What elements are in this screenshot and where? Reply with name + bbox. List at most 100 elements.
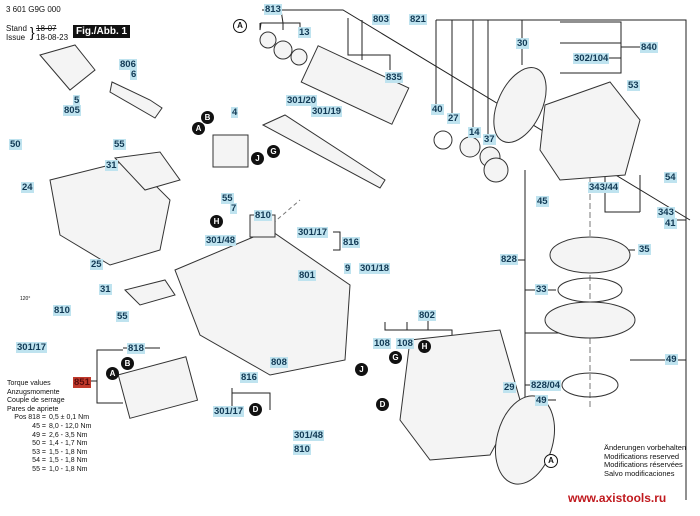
part-label-835[interactable]: 835 <box>385 72 403 83</box>
torque-value: 2,6 - 3,5 Nm <box>49 431 88 439</box>
part-label-301-17-a[interactable]: 301/17 <box>297 227 329 238</box>
leader-803 <box>347 18 391 70</box>
part-label-37[interactable]: 37 <box>483 134 496 145</box>
torque-row: Pos 818 =0,5 ± 0,1 Nm <box>7 414 91 423</box>
part-label-14[interactable]: 14 <box>468 127 481 138</box>
part-label-5[interactable]: 5 <box>73 95 81 106</box>
torque-title-en: Torque values <box>7 380 51 387</box>
part-label-343-44[interactable]: 343/44 <box>588 182 620 193</box>
part-label-810-c[interactable]: 810 <box>293 444 311 455</box>
part-label-27[interactable]: 27 <box>447 113 460 124</box>
part-label-818[interactable]: 818 <box>127 343 145 354</box>
part-label-49-b[interactable]: 49 <box>535 395 548 406</box>
marker-j-switch: J <box>251 152 264 165</box>
part-label-108-a[interactable]: 108 <box>373 338 391 349</box>
brace: } <box>30 24 35 40</box>
torque-value: 1,0 - 1,8 Nm <box>49 465 88 473</box>
part-label-301-17-b[interactable]: 301/17 <box>16 342 48 353</box>
part-label-54[interactable]: 54 <box>664 172 677 183</box>
marker-g-switch: G <box>267 145 280 158</box>
note-fr: Modifications réservées <box>604 460 683 470</box>
part-label-55-c[interactable]: 55 <box>116 311 129 322</box>
note-de: Änderungen vorbehalten <box>604 443 687 452</box>
part-label-301-48-b[interactable]: 301/48 <box>293 430 325 441</box>
issue-value: 18-08-23 <box>36 33 69 42</box>
torque-row: 55 =1,0 - 1,8 Nm <box>7 466 91 475</box>
part-label-301-48-a[interactable]: 301/48 <box>205 235 237 246</box>
part-label-805[interactable]: 805 <box>63 105 81 116</box>
part-label-301-18[interactable]: 301/18 <box>359 263 391 274</box>
part-label-301-17-c[interactable]: 301/17 <box>213 406 245 417</box>
torque-title-es: Pares de apriete <box>7 405 59 413</box>
stand-value: 18-07 <box>36 24 57 33</box>
part-label-801[interactable]: 801 <box>298 270 316 281</box>
part-label-29[interactable]: 29 <box>503 382 516 393</box>
part-label-31-b[interactable]: 31 <box>99 284 112 295</box>
part-label-55-b[interactable]: 55 <box>221 193 234 204</box>
torque-pos: 55 = <box>32 465 46 473</box>
torque-row: 49 =2,6 - 3,5 Nm <box>7 432 91 441</box>
part-label-4[interactable]: 4 <box>231 107 239 118</box>
part-label-816-b[interactable]: 816 <box>240 372 258 383</box>
torque-value: 0,5 ± 0,1 Nm <box>49 414 90 422</box>
marker-d-brush: D <box>249 403 262 416</box>
part-label-802[interactable]: 802 <box>418 310 436 321</box>
torque-pos: 49 = <box>32 431 46 439</box>
part-label-33[interactable]: 33 <box>535 284 548 295</box>
part-label-30[interactable]: 30 <box>516 38 529 49</box>
part-label-343[interactable]: 343 <box>657 207 675 218</box>
part-label-108-b[interactable]: 108 <box>396 338 414 349</box>
part-label-41[interactable]: 41 <box>664 218 677 229</box>
part-label-45[interactable]: 45 <box>536 196 549 207</box>
part-label-55-a[interactable]: 55 <box>113 139 126 150</box>
part-label-851[interactable]: 851 <box>73 377 91 388</box>
part-label-808[interactable]: 808 <box>270 357 288 368</box>
torque-value: 1,4 - 1,7 Nm <box>49 440 88 448</box>
part-label-301-19[interactable]: 301/19 <box>311 106 343 117</box>
note-en: Modifications reserved <box>604 451 680 461</box>
part-label-25[interactable]: 25 <box>90 259 103 270</box>
part-label-50[interactable]: 50 <box>9 139 22 150</box>
website-link[interactable]: www.axistools.ru <box>568 491 667 505</box>
part-label-6[interactable]: 6 <box>130 69 138 80</box>
part-label-53[interactable]: 53 <box>627 80 640 91</box>
marker-a-guard: A <box>544 454 558 468</box>
part-label-816-a[interactable]: 816 <box>342 237 360 248</box>
part-label-828[interactable]: 828 <box>500 254 518 265</box>
part-label-35[interactable]: 35 <box>638 244 651 255</box>
torque-pos: 50 = <box>32 440 46 448</box>
part-label-806[interactable]: 806 <box>119 59 137 70</box>
torque-pos: 53 = <box>32 448 46 456</box>
part-label-821[interactable]: 821 <box>409 14 427 25</box>
part-label-24[interactable]: 24 <box>21 182 34 193</box>
part-label-810-b[interactable]: 810 <box>53 305 71 316</box>
part-label-40[interactable]: 40 <box>431 104 444 115</box>
part-label-7[interactable]: 7 <box>230 203 238 214</box>
plug-shape <box>39 44 96 91</box>
part-label-13[interactable]: 13 <box>298 27 311 38</box>
marker-a-top: A <box>233 19 247 33</box>
part-label-302-104[interactable]: 302/104 <box>573 53 610 64</box>
part-label-828-04[interactable]: 828/04 <box>530 380 562 391</box>
stand-label: Stand <box>6 24 27 33</box>
part-label-49-a[interactable]: 49 <box>665 354 678 365</box>
part-label-301-20[interactable]: 301/20 <box>286 95 318 106</box>
part-label-803[interactable]: 803 <box>372 14 390 25</box>
modification-notes: Änderungen vorbehalten Modifications res… <box>604 443 687 478</box>
leader-821 <box>436 19 687 500</box>
part-label-810-a[interactable]: 810 <box>254 210 272 221</box>
angle-label: 120° <box>20 296 31 302</box>
marker-a-switch: A <box>106 367 119 380</box>
part-label-813[interactable]: 813 <box>264 4 282 15</box>
issue-label: Issue <box>6 33 26 42</box>
part-label-31-a[interactable]: 31 <box>105 160 118 171</box>
marker-g-stator: G <box>389 351 402 364</box>
torque-pos: 54 = <box>32 457 46 465</box>
torque-row: 45 =8,0 - 12,0 Nm <box>7 423 91 432</box>
torque-value: 8,0 - 12,0 Nm <box>49 422 92 430</box>
torque-pos: Pos 818 = <box>14 414 46 422</box>
part-label-840[interactable]: 840 <box>640 42 658 53</box>
marker-a-cable: A <box>192 122 205 135</box>
part-label-9[interactable]: 9 <box>344 263 352 274</box>
marker-d-stator: D <box>376 398 389 411</box>
